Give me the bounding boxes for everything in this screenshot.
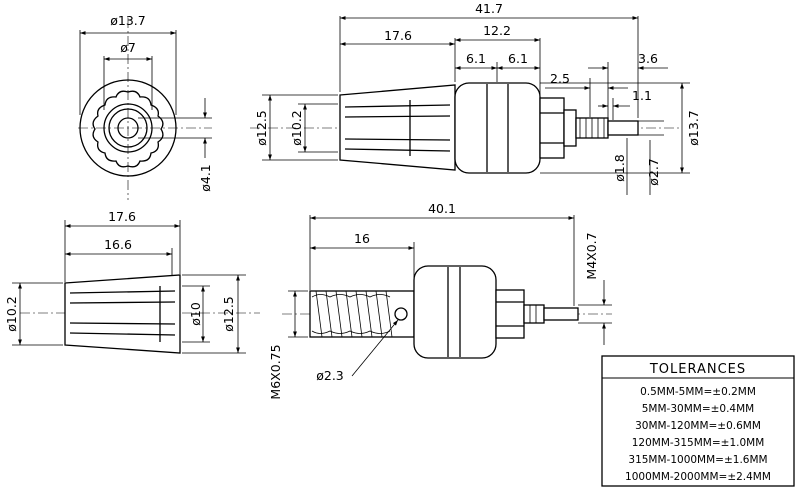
dim-thread-spec: M6X0.75 [268, 344, 283, 399]
dim-pin-tip: 1.1 [632, 88, 652, 103]
tolerances-table: TOLERANCES 0.5MM-5MM=±0.2MM 5MM-30MM=±0.… [601, 355, 795, 487]
dim-pin-thread: M4X0.7 [584, 232, 599, 279]
dim-cap-inner-dia: ø10.2 [289, 110, 304, 145]
dim-cap-len: 17.6 [108, 209, 136, 224]
dim-cap-right-dia: ø12.5 [221, 296, 236, 331]
side-view-assembled: 41.7 17.6 12.2 6.1 6.1 3.6 2.5 1.1 ø12 [250, 1, 701, 195]
dim-cap-body-len: 16.6 [104, 237, 132, 252]
dim-thread-length: 16 [354, 231, 370, 246]
dim-body-dia: ø13.7 [686, 110, 701, 145]
nut-barrel [454, 82, 541, 174]
dim-post-length: 40.1 [428, 201, 456, 216]
dim-front-outer: ø13.7 [110, 13, 145, 28]
front-view: ø13.7 ø7 ø4.1 [78, 13, 213, 200]
dim-nut-half-b: 6.1 [508, 51, 528, 66]
tolerance-row: 5MM-30MM=±0.4MM [642, 403, 754, 415]
tolerance-row: 0.5MM-5MM=±0.2MM [640, 386, 756, 398]
tolerance-row: 1000MM-2000MM=±2.4MM [625, 471, 771, 483]
dim-front-inner: ø7 [120, 40, 136, 55]
post-barrel [413, 265, 497, 359]
cap-body [339, 84, 456, 171]
dim-nut-section: 12.2 [483, 23, 511, 38]
post-side-view: 40.1 16 M6X0.75 ø2.3 M4X0.7 [268, 201, 612, 400]
dim-pin-dia: ø1.8 [612, 154, 627, 182]
tolerance-row: 120MM-315MM=±1.0MM [632, 437, 765, 449]
dim-cap-left-dia: ø10.2 [4, 296, 19, 331]
dim-cap-mid-dia: ø10 [188, 302, 203, 326]
threaded-post [309, 290, 415, 338]
dim-overall-length: 41.7 [475, 1, 503, 16]
dim-pin-shoulder-dia: ø2.7 [646, 158, 661, 186]
dim-hole-dia: ø2.3 [316, 368, 344, 383]
dim-cap-small-dia: ø12.5 [254, 110, 269, 145]
dim-cap-length: 17.6 [384, 28, 412, 43]
cap-profile [64, 274, 181, 354]
dim-nut-half-a: 6.1 [466, 51, 486, 66]
tolerance-row: 30MM-120MM=±0.6MM [635, 420, 761, 432]
knurl-ring [92, 90, 164, 168]
tolerances-title: TOLERANCES [649, 362, 746, 377]
cap-side-view: 17.6 16.6 ø10.2 ø10 ø12.5 [4, 209, 260, 354]
dim-front-hole: ø4.1 [198, 164, 213, 192]
dim-thread-gap: 2.5 [550, 71, 570, 86]
tolerance-row: 315MM-1000MM=±1.6MM [628, 454, 767, 466]
dim-pin-length: 3.6 [638, 51, 658, 66]
